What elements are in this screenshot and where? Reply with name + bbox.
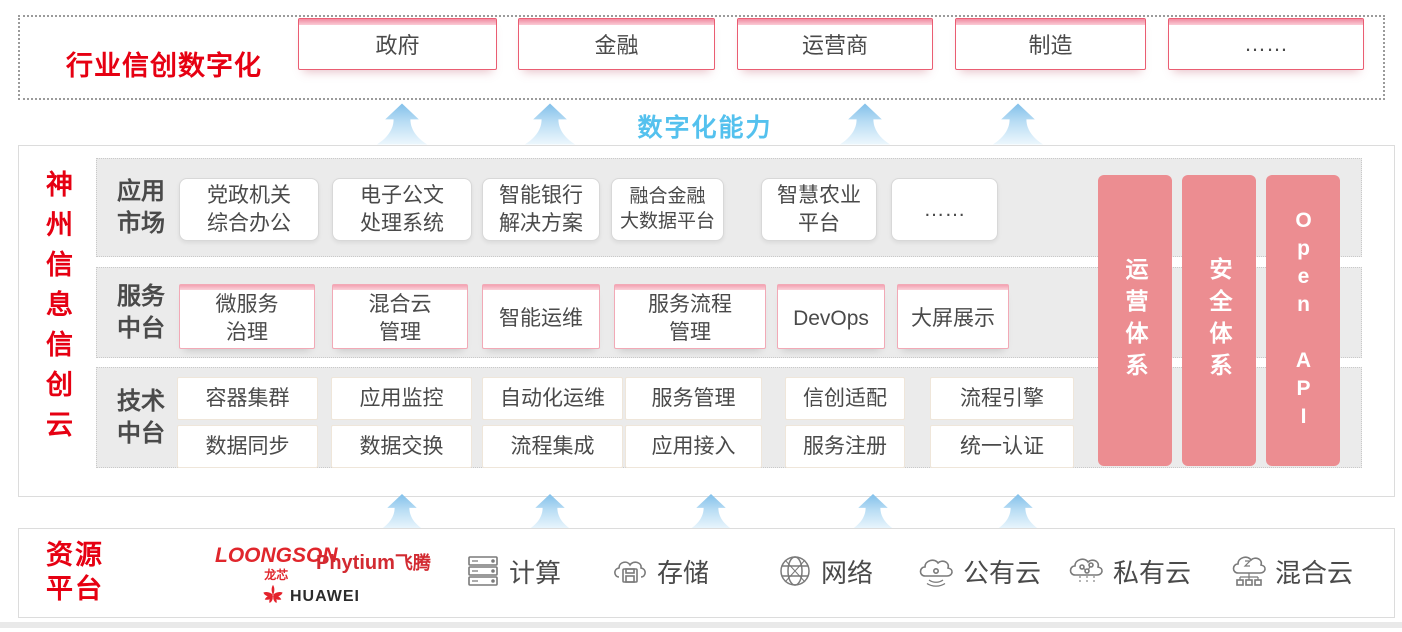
tech-card[interactable]: 流程集成 xyxy=(482,425,623,468)
resource-item-label: 存储 xyxy=(657,557,710,588)
resource-platform-label: 资源 平台 xyxy=(46,540,104,604)
up-arrow-icon xyxy=(376,103,428,145)
tech-card[interactable]: 流程引擎 xyxy=(930,377,1074,420)
tech-card[interactable]: 应用接入 xyxy=(625,425,762,468)
up-arrow-icon xyxy=(850,494,896,530)
row-label-service-middle: 服务 中台 xyxy=(117,283,165,342)
tech-card[interactable]: 信创适配 xyxy=(785,377,905,420)
service-card[interactable]: 大屏展示 xyxy=(897,284,1009,349)
industry-box-finance[interactable]: 金融 xyxy=(518,18,715,70)
resource-item-public-cloud: 公有云 xyxy=(916,552,1041,590)
hybrid-cloud-icon xyxy=(1228,552,1268,590)
tech-card[interactable]: 服务注册 xyxy=(785,425,905,468)
up-arrow-icon xyxy=(524,103,576,145)
loongson-logo-text: LOONGSON xyxy=(215,544,338,567)
service-card[interactable]: DevOps xyxy=(777,284,885,349)
resource-item-compute: 计算 xyxy=(464,552,561,590)
tech-card[interactable]: 自动化运维 xyxy=(482,377,623,420)
up-arrow-icon xyxy=(839,103,891,145)
row-label-app-market: 应用 市场 xyxy=(117,178,165,237)
industry-box-more[interactable]: …… xyxy=(1168,18,1364,70)
app-card-more[interactable]: …… xyxy=(891,178,998,241)
row-label-tech-middle: 技术 中台 xyxy=(117,388,165,447)
platform-side-title: 神州信息信创云 xyxy=(42,170,72,450)
phytium-logo: Phytium飞腾 xyxy=(316,549,431,575)
up-arrow-icon xyxy=(992,103,1044,145)
up-arrow-icon xyxy=(527,494,573,530)
service-card[interactable]: 服务流程 管理 xyxy=(614,284,766,349)
service-card[interactable]: 混合云 管理 xyxy=(332,284,468,349)
tech-card[interactable]: 统一认证 xyxy=(930,425,1074,468)
public-cloud-icon xyxy=(916,552,956,590)
phytium-logo-text: Phytium xyxy=(316,552,395,574)
phytium-logo-cn: 飞腾 xyxy=(394,553,431,573)
app-card[interactable]: 党政机关 综合办公 xyxy=(179,178,319,241)
app-card[interactable]: 智慧农业 平台 xyxy=(761,178,877,241)
pillar-operations-system[interactable]: 运营体系 xyxy=(1098,175,1172,466)
footer-band xyxy=(0,622,1402,628)
pillar-open-api[interactable]: Open API xyxy=(1266,175,1340,466)
industry-box-operator[interactable]: 运营商 xyxy=(737,18,933,70)
private-cloud-icon xyxy=(1066,552,1106,590)
compute-icon xyxy=(464,552,502,590)
up-arrow-icon xyxy=(688,494,734,530)
huawei-logo-text: HUAWEI xyxy=(290,587,360,605)
resource-item-label: 私有云 xyxy=(1113,557,1192,588)
tech-card[interactable]: 容器集群 xyxy=(177,377,318,420)
up-arrow-icon xyxy=(995,494,1041,530)
capability-label: 数字化能力 xyxy=(637,114,773,142)
service-card[interactable]: 智能运维 xyxy=(482,284,600,349)
resource-item-hybrid-cloud: 混合云 xyxy=(1228,552,1353,590)
resource-item-private-cloud: 私有云 xyxy=(1066,552,1191,590)
resource-item-storage: 存储 xyxy=(610,552,709,590)
resource-item-label: 网络 xyxy=(821,557,874,588)
resource-item-label: 计算 xyxy=(509,557,562,588)
loongson-logo-cn: 龙芯 xyxy=(264,568,289,582)
industry-box-government[interactable]: 政府 xyxy=(298,18,497,70)
tech-card[interactable]: 数据交换 xyxy=(331,425,472,468)
service-card[interactable]: 微服务 治理 xyxy=(179,284,315,349)
huawei-flower-icon xyxy=(262,583,284,610)
resource-item-label: 混合云 xyxy=(1275,557,1354,588)
loongson-logo: LOONGSON 龙芯 xyxy=(215,544,338,583)
app-card[interactable]: 智能银行 解决方案 xyxy=(482,178,600,241)
network-icon xyxy=(776,552,814,590)
pillar-security-system[interactable]: 安全体系 xyxy=(1182,175,1256,466)
huawei-logo: HUAWEI xyxy=(262,583,360,610)
industry-box-manufacturing[interactable]: 制造 xyxy=(955,18,1146,70)
resource-item-network: 网络 xyxy=(776,552,873,590)
resource-platform-frame xyxy=(18,528,1395,618)
tech-card[interactable]: 应用监控 xyxy=(331,377,472,420)
app-card[interactable]: 融合金融 大数据平台 xyxy=(611,178,724,241)
up-arrow-icon xyxy=(379,494,425,530)
resource-item-label: 公有云 xyxy=(963,557,1042,588)
banner-title: 行业信创数字化 xyxy=(66,51,262,81)
app-card[interactable]: 电子公文 处理系统 xyxy=(332,178,472,241)
tech-card[interactable]: 服务管理 xyxy=(625,377,762,420)
tech-card[interactable]: 数据同步 xyxy=(177,425,318,468)
storage-icon xyxy=(610,552,650,590)
